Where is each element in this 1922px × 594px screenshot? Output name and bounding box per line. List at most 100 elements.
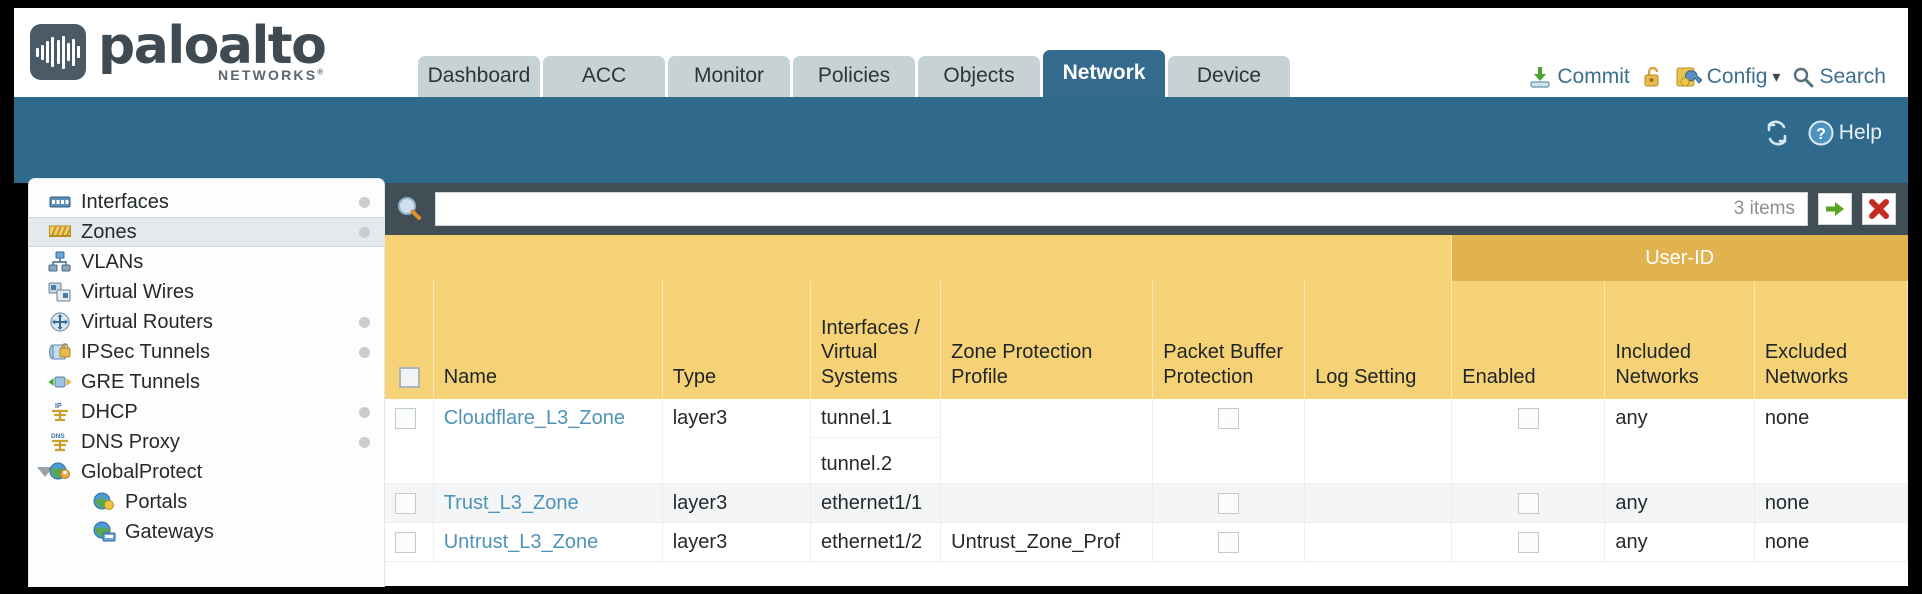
tab-device[interactable]: Device [1168, 56, 1290, 97]
zone-type-cell: layer3 [662, 483, 811, 523]
zone-name-link[interactable]: Trust_L3_Zone [443, 492, 579, 514]
sidebar-item-status-dot [359, 346, 370, 358]
table-group-header-row: User-ID [385, 235, 1908, 281]
user-id-enabled-cell [1451, 399, 1606, 484]
brand-name: paloalto [98, 16, 327, 76]
packet-buffer-protection-checkbox[interactable] [1218, 532, 1240, 554]
tab-dashboard[interactable]: Dashboard [418, 56, 540, 97]
sidebar-item-zones[interactable]: Zones [29, 217, 384, 247]
user-id-enabled-cell [1451, 483, 1606, 523]
sidebar-item-label: Gateways [125, 520, 214, 543]
user-id-enabled-checkbox[interactable] [1517, 408, 1539, 430]
sidebar-item-virtual-wires[interactable]: Virtual Wires [29, 277, 384, 307]
sidebar-item-gateways[interactable]: Gateways [29, 517, 384, 547]
column-header-included-networks[interactable]: Included Networks [1604, 281, 1755, 399]
zone-name-link[interactable]: Cloudflare_L3_Zone [443, 407, 625, 429]
packet-buffer-protection-checkbox[interactable] [1218, 493, 1240, 515]
zone-interfaces-cell: ethernet1/2 [810, 522, 942, 562]
select-all-checkbox[interactable] [399, 366, 420, 388]
search-label: Search [1819, 65, 1886, 88]
help-button[interactable]: ? Help [1808, 120, 1882, 146]
sidebar-item-dhcp[interactable]: IP DHCP [29, 397, 384, 427]
portals-icon [93, 492, 114, 510]
column-header-enabled[interactable]: Enabled [1451, 281, 1606, 399]
clear-filter-button[interactable] [1862, 193, 1896, 225]
tab-network[interactable]: Network [1043, 50, 1165, 97]
search-button[interactable]: Search [1792, 65, 1886, 89]
zones-icon [47, 221, 73, 243]
globalprotect-icon [49, 462, 70, 480]
sidebar-item-status-dot [359, 226, 370, 238]
zone-protection-profile-cell [940, 483, 1154, 523]
gateways-icon [91, 521, 117, 543]
zone-type-cell: layer3 [662, 522, 811, 562]
gateways-icon [93, 521, 116, 542]
sidebar-item-vlans[interactable]: VLANs [29, 247, 384, 277]
sidebar-item-label: Virtual Routers [81, 310, 213, 333]
sidebar-item-virtual-routers[interactable]: Virtual Routers [29, 307, 384, 337]
help-label: Help [1838, 121, 1882, 144]
search-input[interactable]: 3 items [435, 192, 1808, 226]
select-all-header [385, 281, 434, 399]
group-header-spacer [385, 235, 1453, 281]
sidebar-item-dns-proxy[interactable]: DNS DNS Proxy [29, 427, 384, 457]
interface-item: tunnel.1 [810, 399, 941, 438]
config-menu-button[interactable]: Config ▾ [1676, 65, 1780, 89]
user-id-enabled-checkbox[interactable] [1517, 532, 1539, 554]
tab-objects[interactable]: Objects [918, 56, 1040, 97]
tab-monitor[interactable]: Monitor [668, 56, 790, 97]
top-right-actions: Commit Config ▾ [1528, 65, 1886, 89]
log-setting-cell [1304, 399, 1453, 484]
sidebar-item-status-dot [359, 406, 370, 418]
row-checkbox[interactable] [395, 408, 416, 430]
commit-button[interactable]: Commit [1528, 65, 1630, 89]
sidebar-item-portals[interactable]: Portals [29, 487, 384, 517]
paloalto-logo-mark [30, 24, 86, 80]
interfaces-icon [47, 191, 73, 213]
sidebar-item-label: IPSec Tunnels [81, 340, 210, 363]
row-checkbox[interactable] [395, 532, 416, 554]
config-label: Config [1706, 65, 1768, 88]
dhcp-icon: IP [47, 401, 73, 423]
content-panel: 3 items [385, 183, 1908, 586]
zone-name-link[interactable]: Untrust_L3_Zone [443, 531, 599, 553]
tab-acc[interactable]: ACC [543, 56, 665, 97]
sidebar-item-gre-tunnels[interactable]: GRE Tunnels [29, 367, 384, 397]
column-header-type[interactable]: Type [662, 281, 811, 399]
column-header-excluded-networks[interactable]: Excluded Networks [1754, 281, 1908, 399]
portals-icon [91, 491, 117, 513]
zone-name-cell: Untrust_L3_Zone [433, 522, 663, 562]
column-header-name[interactable]: Name [433, 281, 663, 399]
zones-icon [49, 225, 72, 237]
sidebar-item-label: DHCP [81, 400, 138, 423]
column-header-log-setting[interactable]: Log Setting [1304, 281, 1453, 399]
column-header-packet-buffer-protection[interactable]: Packet Buffer Protection [1152, 281, 1306, 399]
refresh-button[interactable] [1762, 119, 1792, 147]
zone-protection-profile-cell [940, 399, 1154, 484]
tab-policies[interactable]: Policies [793, 56, 915, 97]
apply-filter-button[interactable] [1818, 193, 1852, 225]
chevron-down-icon[interactable] [37, 467, 53, 477]
column-header-interfaces-virtual-systems[interactable]: Interfaces / Virtual Systems [810, 281, 942, 399]
user-id-enabled-checkbox[interactable] [1517, 493, 1539, 515]
sidebar-item-ipsec-tunnels[interactable]: IPSec Tunnels [29, 337, 384, 367]
row-select-cell [385, 399, 434, 484]
sidebar-item-interfaces[interactable]: Interfaces [29, 187, 384, 217]
sidebar-item-globalprotect[interactable]: GlobalProtect [29, 457, 384, 487]
dns-proxy-icon: DNS [51, 433, 68, 452]
config-lock-button[interactable] [1642, 65, 1664, 89]
column-header-zone-protection-profile[interactable]: Zone Protection Profile [940, 281, 1154, 399]
sidebar-item-label: DNS Proxy [81, 430, 180, 453]
search-icon [1794, 67, 1814, 88]
row-checkbox[interactable] [395, 493, 416, 515]
sidebar-item-label: Virtual Wires [81, 280, 194, 303]
packet-buffer-protection-checkbox[interactable] [1218, 408, 1240, 430]
excluded-networks-cell: none [1754, 399, 1908, 484]
ipsec-tunnels-icon [47, 341, 73, 363]
